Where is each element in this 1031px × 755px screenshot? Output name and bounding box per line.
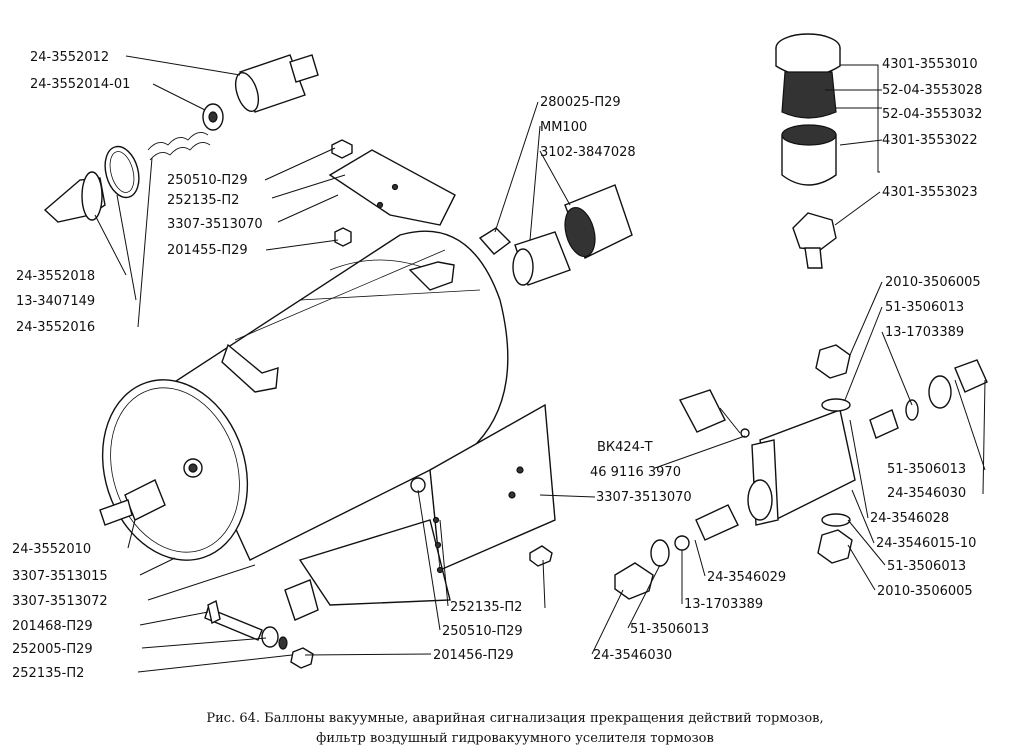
tank-straps bbox=[221, 261, 455, 393]
label-201456-p29: 201456-П29 bbox=[433, 648, 514, 663]
lower-fittings bbox=[529, 504, 739, 600]
vk424-sensor bbox=[678, 389, 750, 438]
label-51-3506013-right: 51-3506013 bbox=[887, 462, 966, 477]
label-3307-3513072: 3307-3513072 bbox=[12, 594, 108, 609]
label-24-3552010: 24-3552010 bbox=[12, 542, 91, 557]
mounting-bracket bbox=[298, 403, 556, 606]
bottom-bolt-set bbox=[204, 579, 319, 669]
label-46-9116-3970: 46 9116 3970 bbox=[590, 465, 681, 480]
label-4301-3553010: 4301-3553010 bbox=[882, 57, 978, 72]
alarm-sensor-assembly bbox=[478, 184, 633, 286]
label-250510-p29-mid: 250510-П29 bbox=[442, 624, 523, 639]
label-2010-3506005-low: 2010-3506005 bbox=[877, 584, 973, 599]
vacuum-fitting-assembly bbox=[43, 54, 319, 223]
label-201455-p29: 201455-П29 bbox=[167, 243, 248, 258]
label-51-3506013-bottom: 51-3506013 bbox=[630, 622, 709, 637]
label-24-3552018: 24-3552018 bbox=[16, 269, 95, 284]
figure-caption-line2: фильтр воздушный гидровакуумного уселите… bbox=[316, 731, 714, 746]
label-13-1703389-top: 13-1703389 bbox=[885, 325, 964, 340]
leader-lines bbox=[94, 55, 986, 673]
label-52-04-3553028: 52-04-3553028 bbox=[882, 83, 982, 98]
label-24-3546030-right: 24-3546030 bbox=[887, 486, 966, 501]
label-4301-3553023: 4301-3553023 bbox=[882, 185, 978, 200]
label-280025-p29: 280025-П29 bbox=[540, 95, 621, 110]
label-24-3546030-bottom: 24-3546030 bbox=[593, 648, 672, 663]
tank-inlet-fitting bbox=[99, 477, 426, 526]
label-24-3552012: 24-3552012 bbox=[30, 50, 109, 65]
valve-body-assembly bbox=[747, 344, 988, 564]
label-52-04-3553032: 52-04-3553032 bbox=[882, 107, 982, 122]
label-vk424-t: ВК424-Т bbox=[597, 440, 653, 455]
label-24-3552016: 24-3552016 bbox=[16, 320, 95, 335]
label-252135-p2-mid: 252135-П2 bbox=[450, 600, 522, 615]
label-mm100: ММ100 bbox=[540, 120, 587, 135]
label-252135-p2-bottom: 252135-П2 bbox=[12, 666, 84, 681]
label-13-3407149: 13-3407149 bbox=[16, 294, 95, 309]
label-13-1703389-low: 13-1703389 bbox=[684, 597, 763, 612]
label-51-3506013-top: 51-3506013 bbox=[885, 300, 964, 315]
label-24-3546029: 24-3546029 bbox=[707, 570, 786, 585]
label-3307-3513070-top: 3307-3513070 bbox=[167, 217, 263, 232]
label-3307-3513015: 3307-3513015 bbox=[12, 569, 108, 584]
label-250510-p29-top: 250510-П29 bbox=[167, 173, 248, 188]
figure-caption-line1: Рис. 64. Баллоны вакуумные, аварийная си… bbox=[206, 711, 823, 726]
label-3102-3847028: 3102-3847028 bbox=[540, 145, 636, 160]
label-3307-3513070-mid: 3307-3513070 bbox=[596, 490, 692, 505]
air-filter-assembly bbox=[775, 33, 841, 269]
label-51-3506013-low: 51-3506013 bbox=[887, 559, 966, 574]
label-24-3552014-01: 24-3552014-01 bbox=[30, 77, 130, 92]
label-2010-3506005-top: 2010-3506005 bbox=[885, 275, 981, 290]
label-24-3546015-10: 24-3546015-10 bbox=[876, 536, 976, 551]
label-201468-p29: 201468-П29 bbox=[12, 619, 93, 634]
label-252135-p2-top: 252135-П2 bbox=[167, 193, 239, 208]
label-4301-3553022: 4301-3553022 bbox=[882, 133, 978, 148]
label-252005-p29: 252005-П29 bbox=[12, 642, 93, 657]
label-24-3546028: 24-3546028 bbox=[870, 511, 949, 526]
top-bracket bbox=[328, 139, 456, 247]
